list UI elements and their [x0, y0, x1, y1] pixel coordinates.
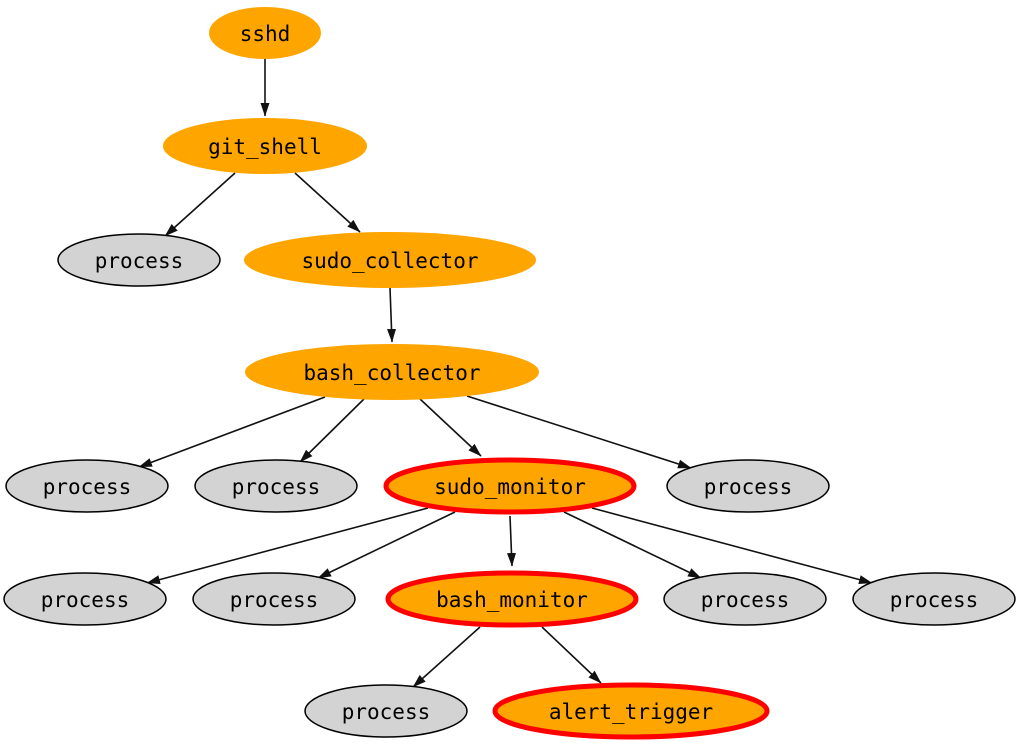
node-process-4-shape — [666, 459, 830, 513]
node-sudo-monitor-shape — [383, 457, 637, 515]
edge-bash_collector-process_3 — [299, 398, 365, 463]
edge-bash_monitor-alert_trigger — [541, 626, 602, 684]
node-bash-monitor: bash_monitor — [385, 570, 639, 628]
node-process-4-label: process — [704, 475, 793, 499]
node-process-2-label: process — [43, 475, 132, 499]
node-process-8-shape — [852, 572, 1016, 626]
node-bash-collector-label: bash_collector — [303, 361, 480, 385]
node-process-5-shape — [3, 572, 167, 626]
node-process-2-shape — [5, 459, 169, 513]
node-process-3-label: process — [232, 475, 321, 499]
node-process-9-label: process — [342, 700, 431, 724]
node-process-3: process — [194, 459, 358, 513]
node-process-6: process — [192, 572, 356, 626]
edge-bash_monitor-process_9 — [412, 626, 481, 688]
node-bash-collector-shape — [245, 344, 539, 400]
node-process-4: process — [666, 459, 830, 513]
edge-sudo_monitor-process_7 — [563, 511, 702, 579]
node-process-3-shape — [194, 459, 358, 513]
node-process-8: process — [852, 572, 1016, 626]
node-sshd-shape — [209, 7, 321, 59]
edge-git_shell-sudo_collector — [294, 172, 361, 233]
node-git-shell-shape — [163, 118, 367, 174]
node-git-shell: git_shell — [163, 118, 367, 174]
node-sshd: sshd — [209, 7, 321, 59]
edge-sudo_monitor-bash_monitor — [506, 515, 516, 567]
node-sudo-collector: sudo_collector — [244, 232, 536, 288]
node-process-9-shape — [304, 684, 468, 738]
node-process-7: process — [663, 572, 827, 626]
edge-sudo_monitor-process_6 — [317, 511, 456, 579]
node-process-7-shape — [663, 572, 827, 626]
edge-bash_collector-sudo_monitor — [419, 398, 482, 457]
node-sshd-label: sshd — [240, 22, 291, 46]
node-process-1-shape — [57, 233, 221, 287]
edge-layer — [138, 59, 873, 688]
edge-bash_collector-process_4 — [466, 395, 692, 469]
node-process-6-label: process — [230, 588, 319, 612]
edge-sudo_monitor-process_5 — [146, 507, 429, 584]
node-bash-monitor-shape — [385, 570, 639, 628]
edge-git_shell-process_1 — [164, 172, 236, 237]
node-process-5-label: process — [41, 588, 130, 612]
node-process-2: process — [5, 459, 169, 513]
node-process-5: process — [3, 572, 167, 626]
node-sudo-collector-label: sudo_collector — [301, 249, 478, 273]
node-sudo-monitor-label: sudo_monitor — [434, 475, 586, 499]
edge-bash_collector-process_2 — [138, 396, 326, 468]
node-sudo-monitor: sudo_monitor — [383, 457, 637, 515]
node-alert-trigger: alert_trigger — [492, 682, 770, 740]
node-process-9: process — [304, 684, 468, 738]
node-process-6-shape — [192, 572, 356, 626]
edge-sudo_collector-bash_collector — [387, 287, 397, 343]
node-layer: sshd git_shell process sudo_collector ba… — [3, 7, 1016, 740]
edge-sudo_monitor-process_8 — [591, 507, 873, 584]
node-alert-trigger-shape — [492, 682, 770, 740]
node-alert-trigger-label: alert_trigger — [549, 700, 713, 724]
node-bash-monitor-label: bash_monitor — [436, 588, 588, 612]
node-git-shell-label: git_shell — [208, 135, 322, 159]
node-process-1-label: process — [95, 249, 184, 273]
node-bash-collector: bash_collector — [245, 344, 539, 400]
node-process-7-label: process — [701, 588, 790, 612]
node-process-1: process — [57, 233, 221, 287]
node-process-8-label: process — [890, 588, 979, 612]
node-sudo-collector-shape — [244, 232, 536, 288]
